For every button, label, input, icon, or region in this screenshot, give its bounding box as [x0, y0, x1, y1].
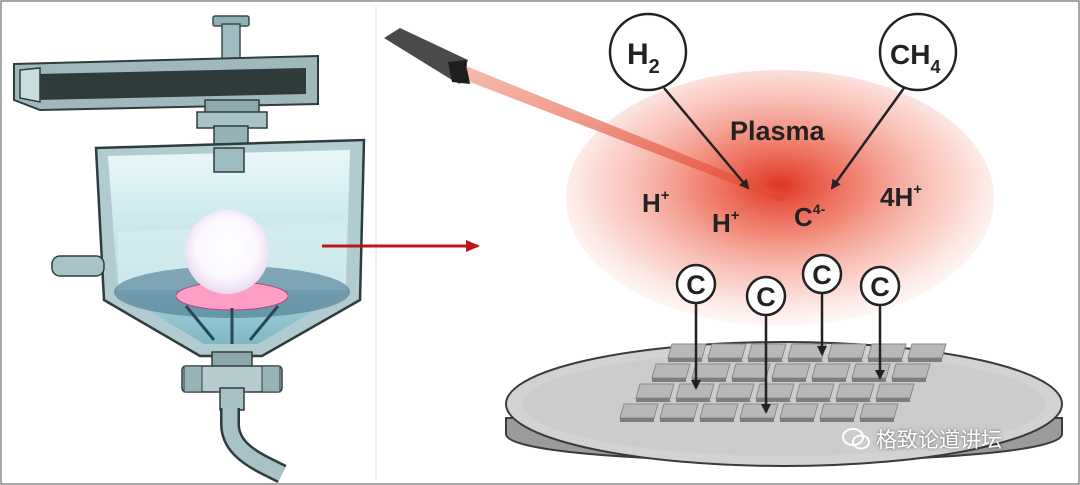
diamond-tile-edge — [660, 418, 694, 422]
diamond-tile-edge — [788, 358, 822, 362]
watermark-text: 格致论道讲坛 — [876, 428, 1002, 452]
reactor-chamber-icon — [13, 15, 366, 411]
carbon-atom — [675, 263, 717, 305]
carbon-atom — [801, 253, 843, 295]
diamond-tile-edge — [716, 398, 750, 402]
diamond-tile — [907, 343, 947, 359]
diamond-tile — [867, 343, 907, 359]
diamond-tile — [851, 363, 891, 379]
diamond-tile-edge — [836, 398, 870, 402]
diamond-tile — [635, 383, 675, 399]
diamond-tile-edge — [828, 358, 862, 362]
plasma-label: Plasma — [730, 116, 826, 146]
diamond-tile — [787, 343, 827, 359]
diamond-tile — [699, 403, 739, 419]
diamond-tile-edge — [620, 418, 654, 422]
carbon-atom-label: C — [686, 270, 706, 300]
diamond-tile — [859, 403, 899, 419]
diamond-tile-edge — [708, 358, 742, 362]
diamond-tile-edge — [852, 378, 886, 382]
ion-label: H+ — [712, 207, 740, 238]
h2-molecule: H2 — [608, 12, 688, 92]
diamond-tile — [667, 343, 707, 359]
ion-label: C4- — [794, 201, 826, 232]
diamond-tile-edge — [892, 378, 926, 382]
diamond-tile-edge — [676, 398, 710, 402]
diamond-tile-edge — [740, 418, 774, 422]
diamond-tile — [819, 403, 859, 419]
diamond-tile-edge — [868, 358, 902, 362]
diamond-tile-edge — [780, 418, 814, 422]
diamond-tile-edge — [876, 398, 910, 402]
ion-label: H+ — [642, 187, 670, 218]
diamond-tile — [707, 343, 747, 359]
diamond-tile-edge — [756, 398, 790, 402]
diamond-tile — [827, 343, 867, 359]
diamond-tile — [771, 363, 811, 379]
ion-label: 4H+ — [880, 181, 922, 212]
svg-text:H2: H2 — [627, 38, 660, 78]
diamond-tile — [659, 403, 699, 419]
diamond-tile — [795, 383, 835, 399]
diamond-tile-edge — [772, 378, 806, 382]
diamond-tile — [755, 383, 795, 399]
diamond-tile — [875, 383, 915, 399]
carbon-atom — [859, 265, 901, 307]
diamond-tile — [731, 363, 771, 379]
laser-source-icon — [384, 28, 470, 84]
diamond-tile — [651, 363, 691, 379]
diamond-tile — [715, 383, 755, 399]
plasma-ball-icon — [185, 210, 269, 294]
diamond-tile-edge — [732, 378, 766, 382]
diamond-tile-edge — [796, 398, 830, 402]
wechat-icon — [842, 428, 870, 450]
diamond-tile — [691, 363, 731, 379]
diamond-tile — [619, 403, 659, 419]
diamond-tile — [891, 363, 931, 379]
diamond-tile-edge — [652, 378, 686, 382]
watermark: 格致论道讲坛 — [842, 424, 1002, 454]
diamond-tile — [811, 363, 851, 379]
diamond-tile — [739, 403, 779, 419]
h2-arrow — [663, 87, 750, 190]
diamond-tile-edge — [908, 358, 942, 362]
svg-text:CH4: CH4 — [890, 39, 940, 77]
diamond-tile-edge — [820, 418, 854, 422]
ch4-molecule: CH4 — [878, 12, 958, 92]
carbon-atom — [745, 275, 787, 317]
diamond-tile-edge — [812, 378, 846, 382]
diamond-tile-edge — [668, 358, 702, 362]
diamond-tile — [779, 403, 819, 419]
diamond-tile-edge — [700, 418, 734, 422]
diamond-tile — [835, 383, 875, 399]
carbon-atom-label: C — [870, 272, 890, 302]
carbon-atom-label: C — [756, 282, 776, 312]
ch4-arrow — [830, 87, 906, 190]
laser-beam — [466, 66, 786, 202]
diamond-tile-edge — [636, 398, 670, 402]
carbon-atom-label: C — [812, 260, 832, 290]
diamond-tile-grid — [619, 343, 947, 422]
diamond-tile-edge — [860, 418, 894, 422]
